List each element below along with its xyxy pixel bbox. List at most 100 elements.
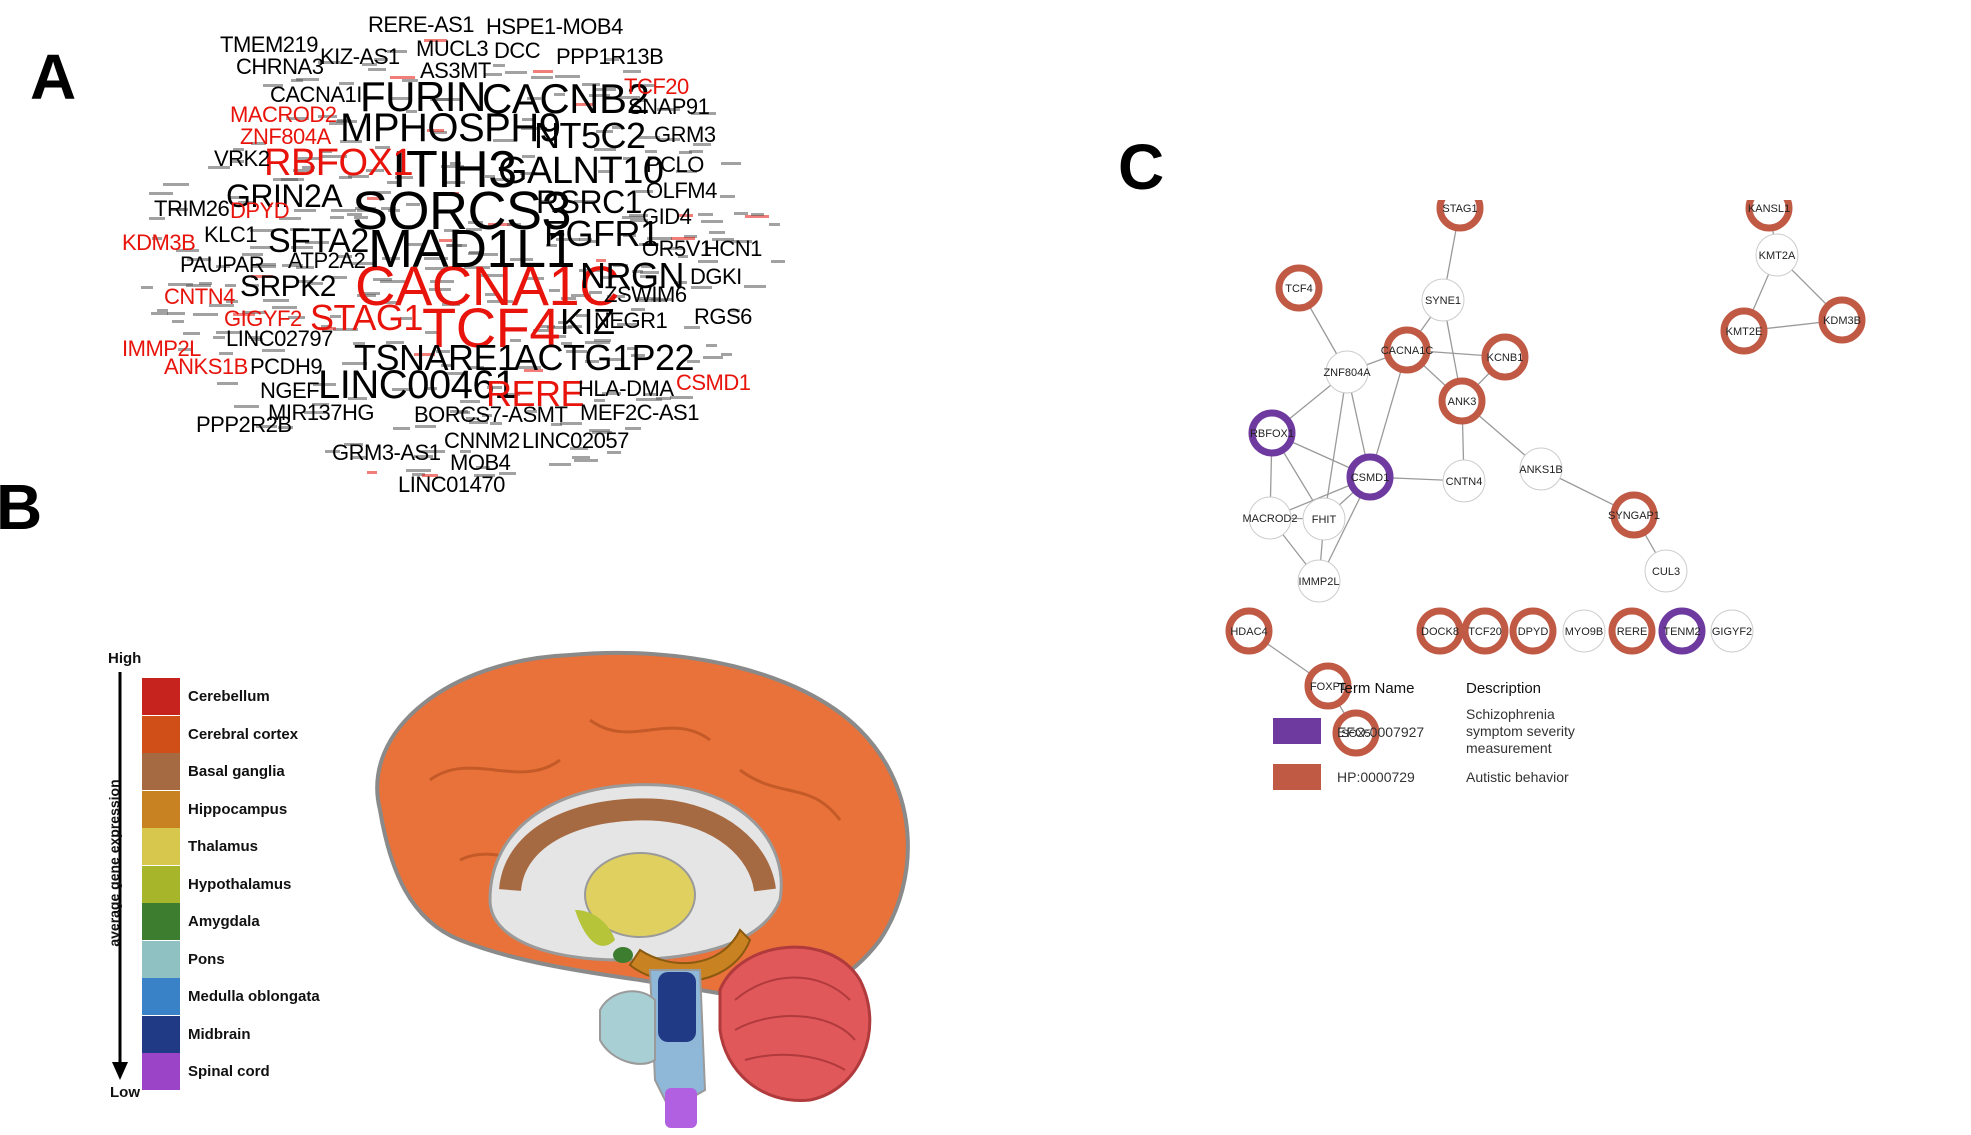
cloud-minor-word-speck: [372, 191, 392, 195]
cloud-minor-word-speck: [357, 294, 376, 298]
cloud-minor-word-speck: [247, 336, 262, 340]
network-node-circle: [1248, 409, 1296, 457]
cloud-minor-word-speck: [527, 96, 542, 100]
cloud-minor-word-speck: [751, 212, 765, 216]
network-node-label: ANK3: [1448, 396, 1477, 408]
cloud-minor-word-speck: [533, 69, 554, 73]
cloud-minor-word-speck: [549, 289, 560, 293]
cloud-minor-word-speck: [630, 219, 649, 223]
cloud-minor-word-speck: [172, 319, 184, 323]
cloud-minor-word-speck: [622, 156, 635, 160]
cloud-minor-word-speck: [487, 300, 513, 304]
cloud-word: SNAP91: [628, 94, 710, 119]
network-node-circle: [1416, 607, 1464, 655]
cloud-minor-word-speck: [630, 307, 646, 311]
cloud-minor-word-speck: [163, 183, 189, 187]
network-node-label: ZNF804A: [1323, 367, 1371, 379]
cloud-minor-word-speck: [229, 196, 246, 200]
cloud-minor-word-speck: [446, 244, 467, 248]
network-node-label: CACNA1C: [1381, 345, 1434, 357]
cloud-minor-word-speck: [683, 235, 697, 239]
cloud-minor-word-speck: [331, 275, 347, 279]
network-node-tenm2: TENM2: [1658, 607, 1706, 655]
cloud-minor-word-speck: [622, 216, 644, 220]
network-node-hdac4: HDAC4: [1225, 607, 1273, 655]
cloud-minor-word-speck: [177, 347, 191, 351]
cloud-minor-word-speck: [588, 428, 610, 432]
cloud-word: SRPK2: [240, 270, 336, 303]
cloud-minor-word-speck: [479, 273, 503, 277]
cloud-minor-word-speck: [250, 265, 276, 269]
region-swatch: [142, 828, 180, 865]
cloud-minor-word-speck: [293, 169, 314, 173]
cloud-word: PPP2R2B: [196, 412, 292, 437]
cloud-minor-word-speck: [225, 300, 238, 304]
region-label: Amygdala: [188, 913, 260, 930]
cloud-word: OLFM4: [646, 178, 717, 203]
cloud-word: MUCL3: [416, 36, 489, 61]
cloud-minor-word-speck: [318, 60, 341, 64]
cloud-word: STAG1: [310, 297, 423, 338]
network-node-foxp1: FOXP1: [1304, 662, 1352, 710]
network-node-circle: [1720, 307, 1768, 355]
cloud-word: VRK2: [214, 146, 270, 171]
cloud-minor-word-speck: [596, 129, 613, 133]
network-node-label: KMT2A: [1759, 250, 1796, 262]
cloud-minor-word-speck: [361, 62, 377, 66]
network-node-circle: [1297, 559, 1341, 603]
cloud-minor-word-speck: [743, 284, 766, 288]
cloud-minor-word-speck: [278, 425, 293, 429]
cloud-minor-word-speck: [579, 237, 593, 241]
cloud-word: RERE: [486, 373, 585, 414]
cloud-minor-word-speck: [312, 402, 330, 406]
network-node-circle: [1332, 709, 1380, 757]
cloud-minor-word-speck: [262, 84, 283, 88]
cloud-minor-word-speck: [728, 308, 741, 312]
cloud-minor-word-speck: [573, 459, 599, 463]
network-node-label: KANSL1: [1748, 203, 1790, 215]
network-node-label: SYNGAP1: [1608, 510, 1660, 522]
cloud-minor-word-speck: [241, 310, 266, 314]
cloud-minor-word-speck: [424, 331, 438, 335]
cloud-word: KDM3B: [122, 230, 196, 255]
cloud-word: GIGYF2: [224, 306, 302, 331]
cloud-minor-word-speck: [149, 216, 165, 220]
network-node-kmt2a: KMT2A: [1755, 233, 1799, 277]
network-edge: [1323, 371, 1348, 520]
cloud-minor-word-speck: [412, 473, 425, 477]
network-node-label: CSMD1: [1351, 472, 1390, 484]
cloud-minor-word-speck: [425, 266, 449, 270]
cloud-minor-word-speck: [444, 228, 460, 232]
cloud-word: KLC1: [204, 222, 258, 247]
cloud-minor-word-speck: [720, 353, 732, 357]
cloud-word: CACNA1I: [270, 82, 362, 107]
cloud-minor-word-speck: [593, 147, 617, 151]
cloud-minor-word-speck: [468, 420, 488, 424]
cloud-minor-word-speck: [477, 252, 498, 256]
cloud-minor-word-speck: [290, 227, 305, 231]
cloud-minor-word-speck: [596, 87, 616, 91]
cloud-minor-word-speck: [337, 254, 352, 258]
region-swatch: [142, 1053, 180, 1090]
network-node-circle: [1509, 607, 1557, 655]
cloud-minor-word-speck: [545, 243, 557, 247]
network-node-immp2l: IMMP2L: [1297, 559, 1341, 603]
network-node-circle: [1710, 609, 1754, 653]
cloud-minor-word-speck: [505, 71, 527, 75]
cloud-minor-word-speck: [525, 276, 544, 280]
cloud-minor-word-speck: [588, 239, 599, 243]
cloud-minor-word-speck: [605, 58, 620, 62]
cloud-minor-word-speck: [553, 92, 565, 96]
network-node-dock8: DOCK8: [1416, 607, 1464, 655]
cloud-minor-word-speck: [250, 337, 264, 341]
network-node-circle: [1421, 278, 1465, 322]
cloud-minor-word-speck: [560, 341, 573, 345]
cloud-minor-word-speck: [485, 292, 496, 296]
panel-label-b: B: [0, 471, 43, 543]
cloud-word: MEF2C-AS1: [580, 400, 699, 425]
cloud-minor-word-speck: [595, 259, 607, 263]
cloud-minor-word-speck: [320, 149, 332, 153]
cloud-minor-word-speck: [698, 260, 719, 264]
cloud-minor-word-speck: [607, 451, 622, 454]
